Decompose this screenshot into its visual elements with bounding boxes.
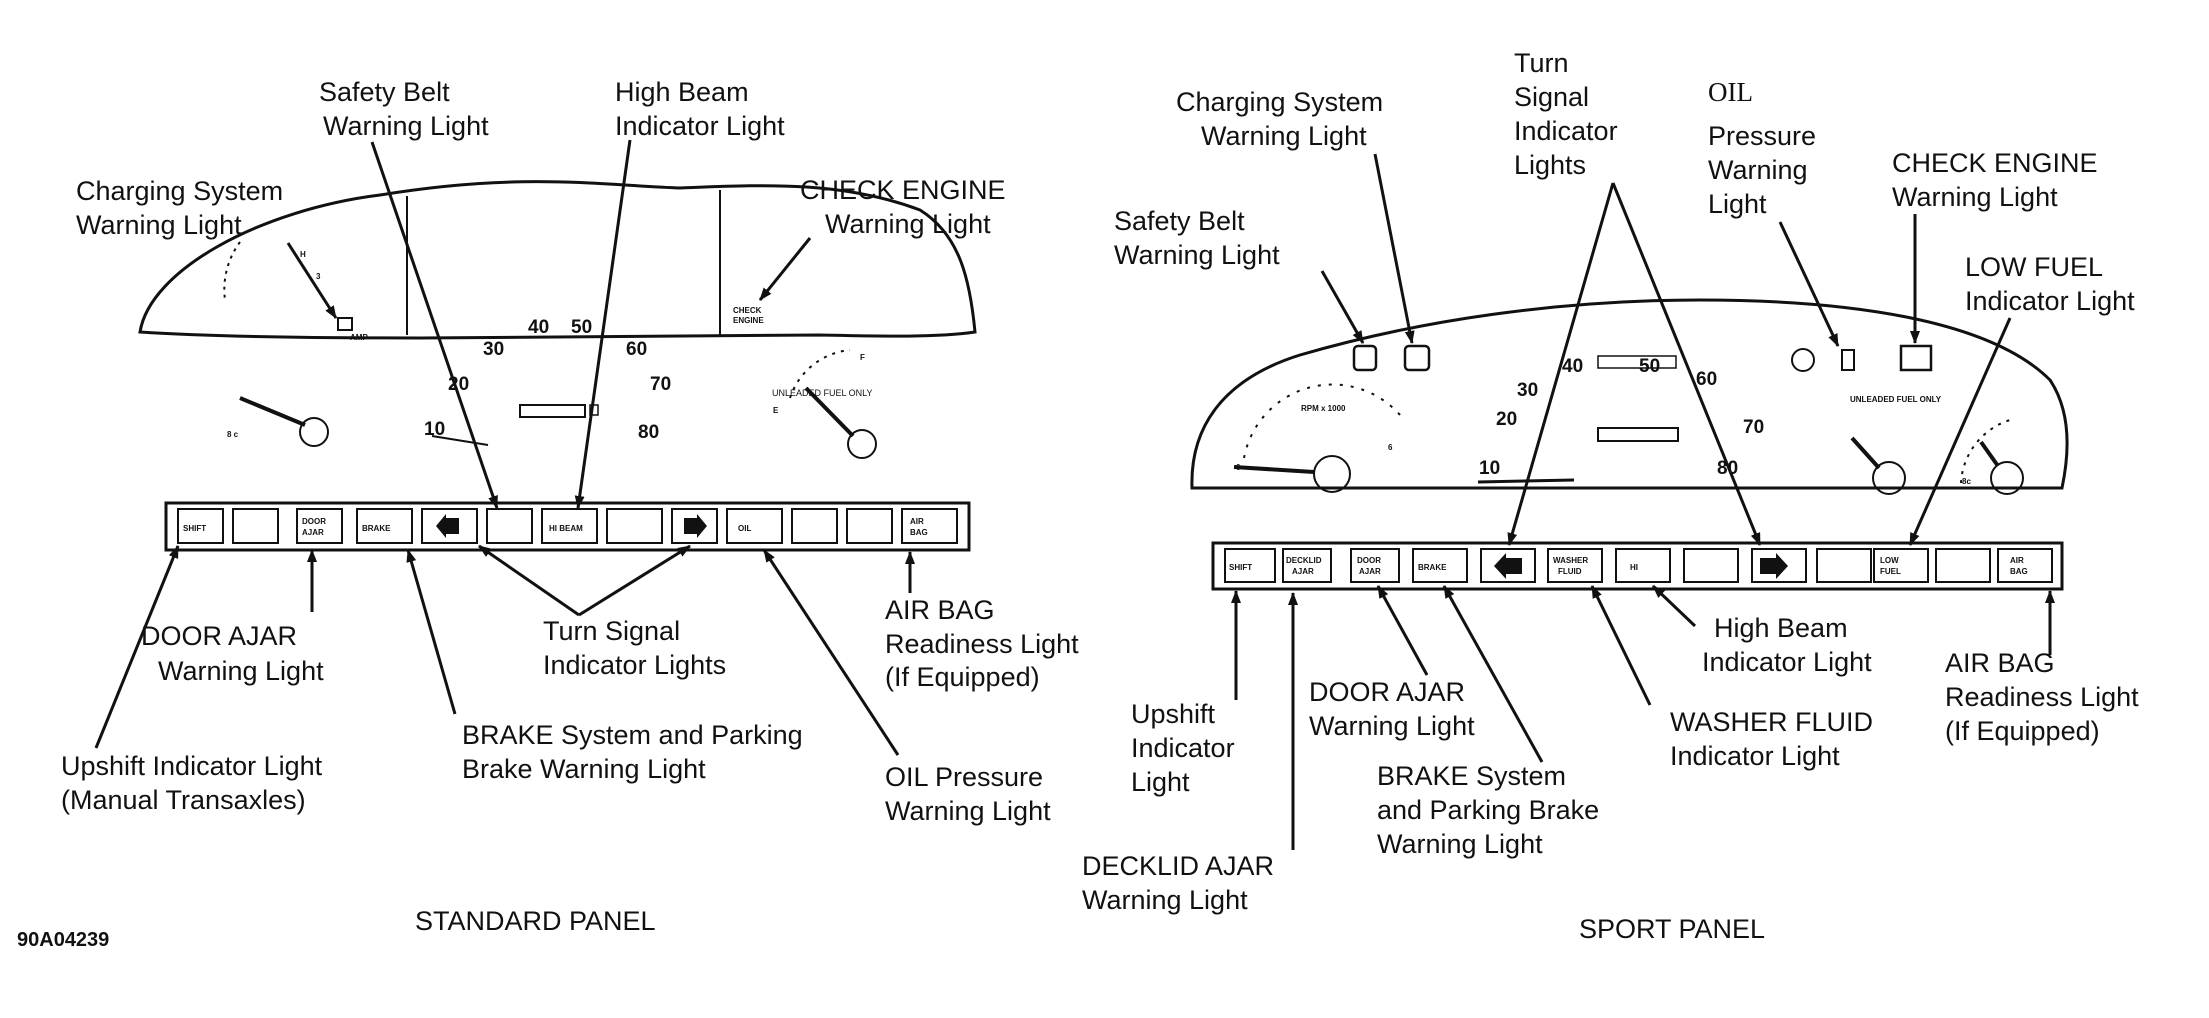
sport-top-icons: UNLEADED FUEL ONLY [1352, 344, 1942, 404]
std-high-beam-label: High Beam Indicator Light [615, 77, 785, 141]
svg-text:AIR: AIR [2010, 556, 2024, 565]
sport-decklid-label: DECKLID AJAR Warning Light [1082, 851, 1282, 915]
svg-text:FLUID: FLUID [1558, 567, 1582, 576]
std-check-engine-label: CHECK ENGINE Warning Light [800, 175, 1013, 239]
temp-gauge: 8 c H 3 [223, 241, 329, 447]
sport-leader-lines [1231, 153, 2055, 850]
std-door-ajar-label: DOOR AJAR Warning Light [141, 621, 324, 686]
svg-text:3: 3 [316, 272, 321, 281]
svg-text:30: 30 [1517, 380, 1538, 401]
svg-text:AIR: AIR [910, 517, 924, 526]
sport-panel: RPM x 1000 0 6 40 50 60 30 20 70 10 80 [1082, 48, 2146, 944]
svg-text:AJAR: AJAR [302, 528, 324, 537]
sport-check-engine-label: CHECK ENGINE Warning Light [1892, 148, 2105, 212]
sport-turn-signal-label: Turn Signal Indicator Lights [1514, 48, 1625, 180]
svg-text:30: 30 [483, 339, 504, 360]
sport-upshift-label: Upshift Indicator Light [1131, 699, 1242, 797]
std-oil-label: OIL Pressure Warning Light [885, 762, 1051, 826]
svg-text:CHECK: CHECK [733, 306, 762, 315]
standard-leader-lines [94, 139, 915, 756]
standard-indicator-strip: SHIFT DOOR AJAR BRAKE HI BEAM OIL AIR BA… [164, 501, 971, 552]
svg-text:WASHER: WASHER [1553, 556, 1588, 565]
sport-door-ajar-label: DOOR AJAR Warning Light [1309, 677, 1475, 741]
svg-text:60: 60 [1696, 369, 1717, 390]
svg-text:HI BEAM: HI BEAM [549, 524, 583, 533]
svg-text:50: 50 [571, 317, 592, 338]
svg-text:20: 20 [1496, 409, 1517, 430]
standard-fuel-gauge: CHECK ENGINE E F UNLEADED FUEL ONLY [733, 306, 877, 459]
svg-text:FUEL: FUEL [1880, 567, 1901, 576]
svg-text:OIL: OIL [738, 524, 751, 533]
sport-brake-label: BRAKE System and Parking Brake Warning L… [1377, 761, 1607, 859]
standard-panel: 8 c H 3 AMP 30 40 50 60 20 70 10 80 CHEC… [61, 77, 1086, 936]
svg-text:6: 6 [1388, 443, 1393, 452]
svg-text:ENGINE: ENGINE [733, 316, 764, 325]
svg-text:0: 0 [1236, 463, 1241, 472]
svg-text:BRAKE: BRAKE [362, 524, 391, 533]
svg-text:F: F [860, 353, 865, 362]
sport-right-gauges: 8c [1850, 419, 2024, 495]
svg-text:BRAKE: BRAKE [1418, 563, 1447, 572]
svg-text:BAG: BAG [910, 528, 928, 537]
svg-text:UNLEADED FUEL ONLY: UNLEADED FUEL ONLY [772, 388, 873, 398]
svg-text:DOOR: DOOR [302, 517, 326, 526]
svg-text:10: 10 [1479, 458, 1500, 479]
svg-text:8 c: 8 c [227, 430, 239, 439]
svg-text:10: 10 [424, 419, 445, 440]
std-safety-belt-label: Safety Belt Warning Light [319, 77, 489, 141]
sport-indicator-strip: SHIFT DECKLID AJAR DOOR AJAR BRAKE WASHE… [1211, 541, 2064, 591]
svg-text:DOOR: DOOR [1357, 556, 1381, 565]
standard-speedometer: 30 40 50 60 20 70 10 80 [424, 317, 671, 446]
svg-text:UNLEADED FUEL ONLY: UNLEADED FUEL ONLY [1850, 395, 1942, 404]
svg-text:80: 80 [638, 422, 659, 443]
sport-oil-title: OIL [1708, 77, 1753, 107]
sport-washer-label: WASHER FLUID Indicator Light [1670, 707, 1881, 771]
standard-panel-caption: STANDARD PANEL [415, 906, 656, 936]
svg-text:50: 50 [1639, 356, 1660, 377]
sport-charging-label: Charging System Warning Light [1176, 87, 1391, 151]
std-air-bag-label: AIR BAG Readiness Light (If Equipped) [885, 595, 1086, 692]
svg-text:8c: 8c [1962, 477, 1971, 486]
svg-text:70: 70 [650, 374, 671, 395]
svg-text:BAG: BAG [2010, 567, 2028, 576]
std-charging-label: Charging System Warning Light [76, 176, 291, 240]
sport-tachometer: RPM x 1000 0 6 [1233, 383, 1401, 493]
svg-text:SHIFT: SHIFT [1229, 563, 1252, 572]
svg-text:H: H [300, 250, 306, 259]
std-turn-signal-label: Turn Signal Indicator Lights [543, 616, 726, 680]
charging-system-icon: AMP [337, 317, 368, 342]
svg-text:60: 60 [626, 339, 647, 360]
sport-speedometer: 40 50 60 30 20 70 10 80 [1477, 355, 1764, 484]
svg-text:HI: HI [1630, 563, 1638, 572]
svg-text:AMP: AMP [350, 333, 368, 342]
std-brake-label: BRAKE System and Parking Brake Warning L… [462, 720, 810, 784]
standard-cluster-housing [138, 180, 977, 340]
svg-text:E: E [773, 406, 779, 415]
std-upshift-label: Upshift Indicator Light (Manual Transaxl… [61, 751, 330, 815]
sport-oil-label: Pressure Warning Light [1708, 121, 1824, 219]
svg-text:40: 40 [528, 317, 549, 338]
svg-text:AJAR: AJAR [1359, 567, 1381, 576]
svg-text:AJAR: AJAR [1292, 567, 1314, 576]
svg-text:LOW: LOW [1880, 556, 1899, 565]
sport-low-fuel-label: LOW FUEL Indicator Light [1965, 252, 2135, 316]
svg-text:DECKLID: DECKLID [1286, 556, 1322, 565]
svg-text:70: 70 [1743, 417, 1764, 438]
sport-air-bag-label: AIR BAG Readiness Light (If Equipped) [1945, 648, 2146, 746]
sport-high-beam-label: High Beam Indicator Light [1702, 613, 1872, 677]
sport-cluster-housing [1190, 298, 2069, 490]
sport-panel-caption: SPORT PANEL [1579, 914, 1765, 944]
svg-text:40: 40 [1562, 356, 1583, 377]
sport-safety-belt-label: Safety Belt Warning Light [1114, 206, 1280, 270]
figure-code: 90A04239 [17, 929, 109, 951]
svg-text:SHIFT: SHIFT [183, 524, 206, 533]
svg-text:RPM x 1000: RPM x 1000 [1301, 404, 1346, 413]
